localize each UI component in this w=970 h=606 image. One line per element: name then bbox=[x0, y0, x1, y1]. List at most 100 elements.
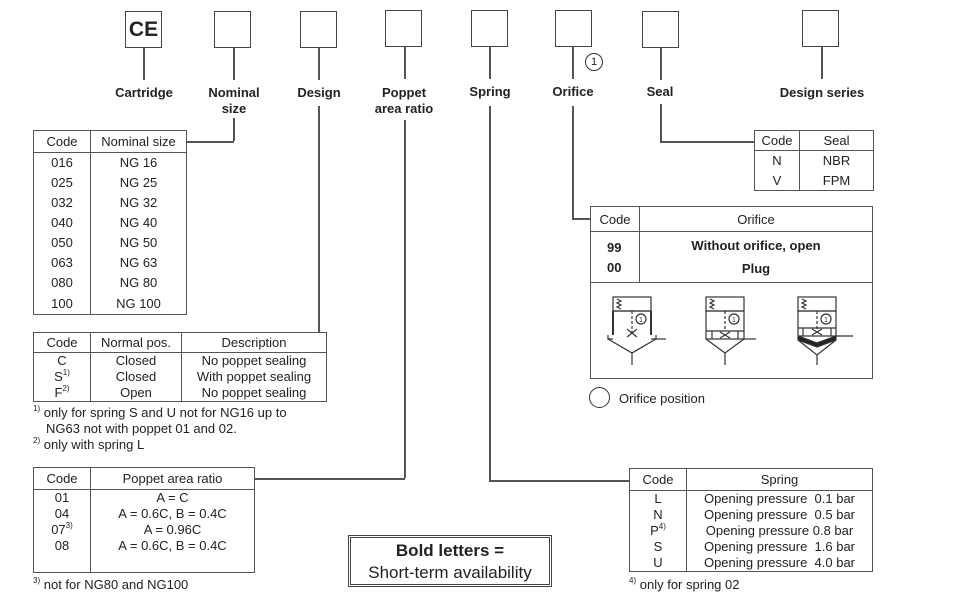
code-cell: S1) bbox=[33, 369, 91, 385]
code-cell: 032 bbox=[33, 192, 91, 213]
pos-cell: Closed bbox=[90, 352, 182, 369]
code-box-nominal-size bbox=[214, 11, 251, 48]
header-spring: Spring bbox=[686, 468, 873, 491]
label-seal: Seal bbox=[646, 84, 674, 99]
header-code: Code bbox=[591, 207, 640, 232]
header-poppet-area-ratio: Poppet area ratio bbox=[90, 467, 255, 490]
code-text: 08 bbox=[54, 538, 70, 553]
diagram-marker: 1 bbox=[824, 317, 828, 324]
pos-cell: Open bbox=[90, 385, 182, 402]
code-cell: S bbox=[629, 539, 687, 555]
header-nominal-size: Nominal size bbox=[90, 130, 187, 153]
value-cell: A = 0.6C, B = 0.4C bbox=[90, 538, 255, 554]
design-footnote-2: 2) only with spring L bbox=[33, 437, 144, 453]
code-cell: V bbox=[754, 170, 800, 191]
connector-line bbox=[318, 48, 320, 80]
code-box-cartridge: CE bbox=[125, 11, 162, 48]
value-cell: Plug bbox=[741, 261, 771, 276]
value-cell: NG 32 bbox=[90, 192, 187, 213]
code-box-poppet-area-ratio bbox=[385, 10, 422, 47]
label-poppet-line1: Poppet bbox=[381, 85, 427, 100]
code-text: P bbox=[650, 523, 659, 538]
value-cell: NG 50 bbox=[90, 232, 187, 253]
empty-cell bbox=[90, 554, 255, 573]
table-row: 08 A = 0.6C, B = 0.4C bbox=[33, 538, 255, 554]
orifice-diagram-2 bbox=[705, 296, 756, 365]
orifice-diagram-1 bbox=[607, 296, 666, 365]
value-cell: NG 40 bbox=[90, 212, 187, 233]
spring-footnote: 4) only for spring 02 bbox=[629, 577, 739, 593]
orifice-position-legend: Orifice position bbox=[619, 391, 705, 406]
code-text: S bbox=[653, 539, 663, 554]
code-cell: 01 bbox=[33, 489, 91, 506]
footnote-mark: 3) bbox=[33, 576, 41, 585]
header-normal-pos: Normal pos. bbox=[90, 332, 182, 353]
orifice-table: Code Orifice 99 00 Without orifice, open… bbox=[590, 206, 873, 379]
desc-cell: No poppet sealing bbox=[181, 352, 327, 369]
leader-line-orifice bbox=[572, 218, 590, 220]
code-cell: 100 bbox=[33, 292, 91, 315]
value-cell: NG 25 bbox=[90, 172, 187, 193]
table-row-empty bbox=[33, 554, 255, 573]
diagram-marker: 1 bbox=[639, 317, 643, 324]
header-code: Code bbox=[754, 130, 800, 151]
value-cell: NBR bbox=[799, 150, 874, 171]
leader-line-orifice bbox=[572, 106, 574, 218]
code-cell: N bbox=[754, 150, 800, 171]
connector-line bbox=[143, 48, 145, 80]
leader-line-nominal bbox=[233, 118, 235, 141]
footnote-mark: 3) bbox=[65, 521, 73, 530]
leader-line-nominal bbox=[186, 141, 234, 143]
footnote-mark: 1) bbox=[33, 404, 41, 413]
table-row: P4)Opening pressure 0.8 bar bbox=[629, 522, 873, 539]
connector-line bbox=[404, 47, 406, 79]
code-text: 07 bbox=[51, 522, 66, 537]
code-cell: F2) bbox=[33, 385, 91, 402]
code-cell: 00 bbox=[607, 260, 622, 275]
code-text: F bbox=[54, 385, 63, 400]
value-cell: A = 0.6C, B = 0.4C bbox=[90, 506, 255, 522]
value-cell: NG 16 bbox=[90, 152, 187, 173]
leader-line-seal bbox=[660, 141, 754, 143]
desc-cell: No poppet sealing bbox=[181, 385, 327, 402]
value-cell: A = 0.96C bbox=[90, 522, 255, 538]
code-box-orifice bbox=[555, 10, 592, 47]
legend-line-1: Bold letters = bbox=[395, 541, 505, 560]
footnote-mark: 4) bbox=[629, 576, 637, 585]
label-spring: Spring bbox=[469, 84, 511, 99]
empty-cell bbox=[33, 554, 91, 573]
diagram-marker: 1 bbox=[732, 317, 736, 324]
footnote-text: only for spring S and U not for NG16 up … bbox=[43, 405, 287, 420]
header-code: Code bbox=[33, 130, 91, 153]
orifice-diagrams: 1 1 1 bbox=[607, 296, 853, 365]
value-cell: Opening pressure 0.1 bar bbox=[686, 490, 873, 507]
header-orifice: Orifice bbox=[640, 207, 872, 232]
value-cell: Opening pressure 4.0 bar bbox=[686, 555, 873, 572]
code-cell: P4) bbox=[629, 522, 687, 539]
value-cell: NG 63 bbox=[90, 252, 187, 273]
header-code: Code bbox=[629, 468, 687, 491]
header-code: Code bbox=[33, 332, 91, 353]
label-design: Design bbox=[297, 85, 341, 100]
poppet-footnote: 3) not for NG80 and NG100 bbox=[33, 577, 188, 593]
header-seal: Seal bbox=[799, 130, 874, 151]
footnote-mark: 4) bbox=[658, 522, 666, 531]
leader-line-spring bbox=[489, 480, 629, 482]
connector-line bbox=[489, 47, 491, 79]
value-cell: NG 80 bbox=[90, 272, 187, 293]
legend-line-2: Short-term availability bbox=[368, 563, 532, 582]
